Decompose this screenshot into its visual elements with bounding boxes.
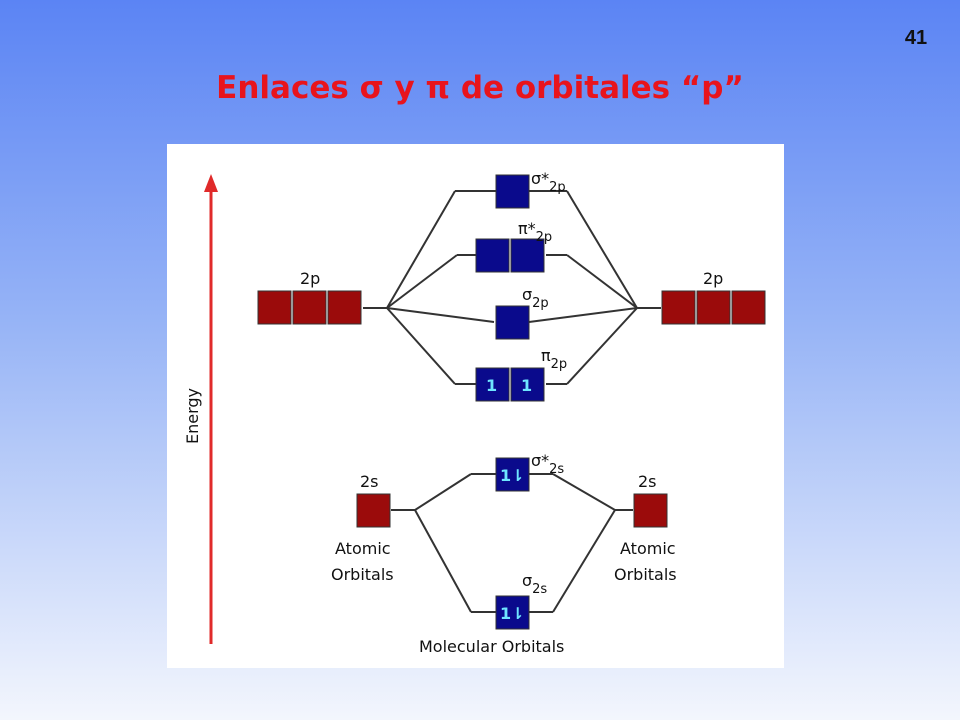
slide-number: 41 <box>904 27 928 49</box>
mo-diagram-panel: Energy <box>167 144 784 668</box>
left-2s-label: 2s <box>360 472 379 491</box>
svg-text:σ*2p: σ*2p <box>531 169 566 195</box>
right-2s-label: 2s <box>638 472 657 491</box>
svg-text:π*2p: π*2p <box>518 219 552 245</box>
svg-text:π2p: π2p <box>541 346 567 372</box>
sigma-star-2p-orbital: σ*2p <box>495 169 566 209</box>
svg-text:σ2s: σ2s <box>522 571 547 597</box>
energy-axis-label: Energy <box>183 388 202 444</box>
left-atomic-label-line1: Atomic <box>335 539 391 558</box>
2p-correlation-lines <box>363 190 661 385</box>
svg-text:σ2p: σ2p <box>522 285 549 311</box>
right-2p-atomic-orbitals: 2p <box>661 269 766 325</box>
molecular-orbitals-label: Molecular Orbitals <box>419 637 564 656</box>
right-atomic-label-line1: Atomic <box>620 539 676 558</box>
sigma-star-2s-electrons: 1⇂ <box>500 466 525 485</box>
svg-text:σ*2s: σ*2s <box>531 451 564 477</box>
pi-2p-orbitals: 1 1 π2p <box>475 346 567 402</box>
left-atomic-label-line2: Orbitals <box>331 565 394 584</box>
pi-star-2p-orbitals: π*2p <box>475 219 552 273</box>
left-2p-atomic-orbitals: 2p <box>257 269 362 325</box>
left-2p-label: 2p <box>300 269 320 288</box>
pi-2p-electron-1: 1 <box>486 376 497 395</box>
energy-arrowhead-icon <box>204 174 218 192</box>
right-2p-label: 2p <box>703 269 723 288</box>
left-2s-atomic-orbital: 2s Atomic Orbitals <box>331 472 394 584</box>
sigma-2s-electrons: 1⇂ <box>500 604 525 623</box>
right-atomic-label-line2: Orbitals <box>614 565 677 584</box>
sigma-2p-orbital: σ2p <box>495 285 549 340</box>
2s-correlation-lines <box>391 473 633 613</box>
slide-title: Enlaces σ y π de orbitales “p” <box>216 70 744 106</box>
mo-diagram: Energy <box>183 169 766 656</box>
right-2s-atomic-orbital: 2s Atomic Orbitals <box>614 472 677 584</box>
sigma-2s-orbital: 1⇂ σ2s Molecular Orbitals <box>419 571 564 656</box>
sigma-star-2s-orbital: 1⇂ σ*2s <box>495 451 564 492</box>
pi-2p-electron-2: 1 <box>521 376 532 395</box>
energy-axis: Energy <box>183 174 218 644</box>
